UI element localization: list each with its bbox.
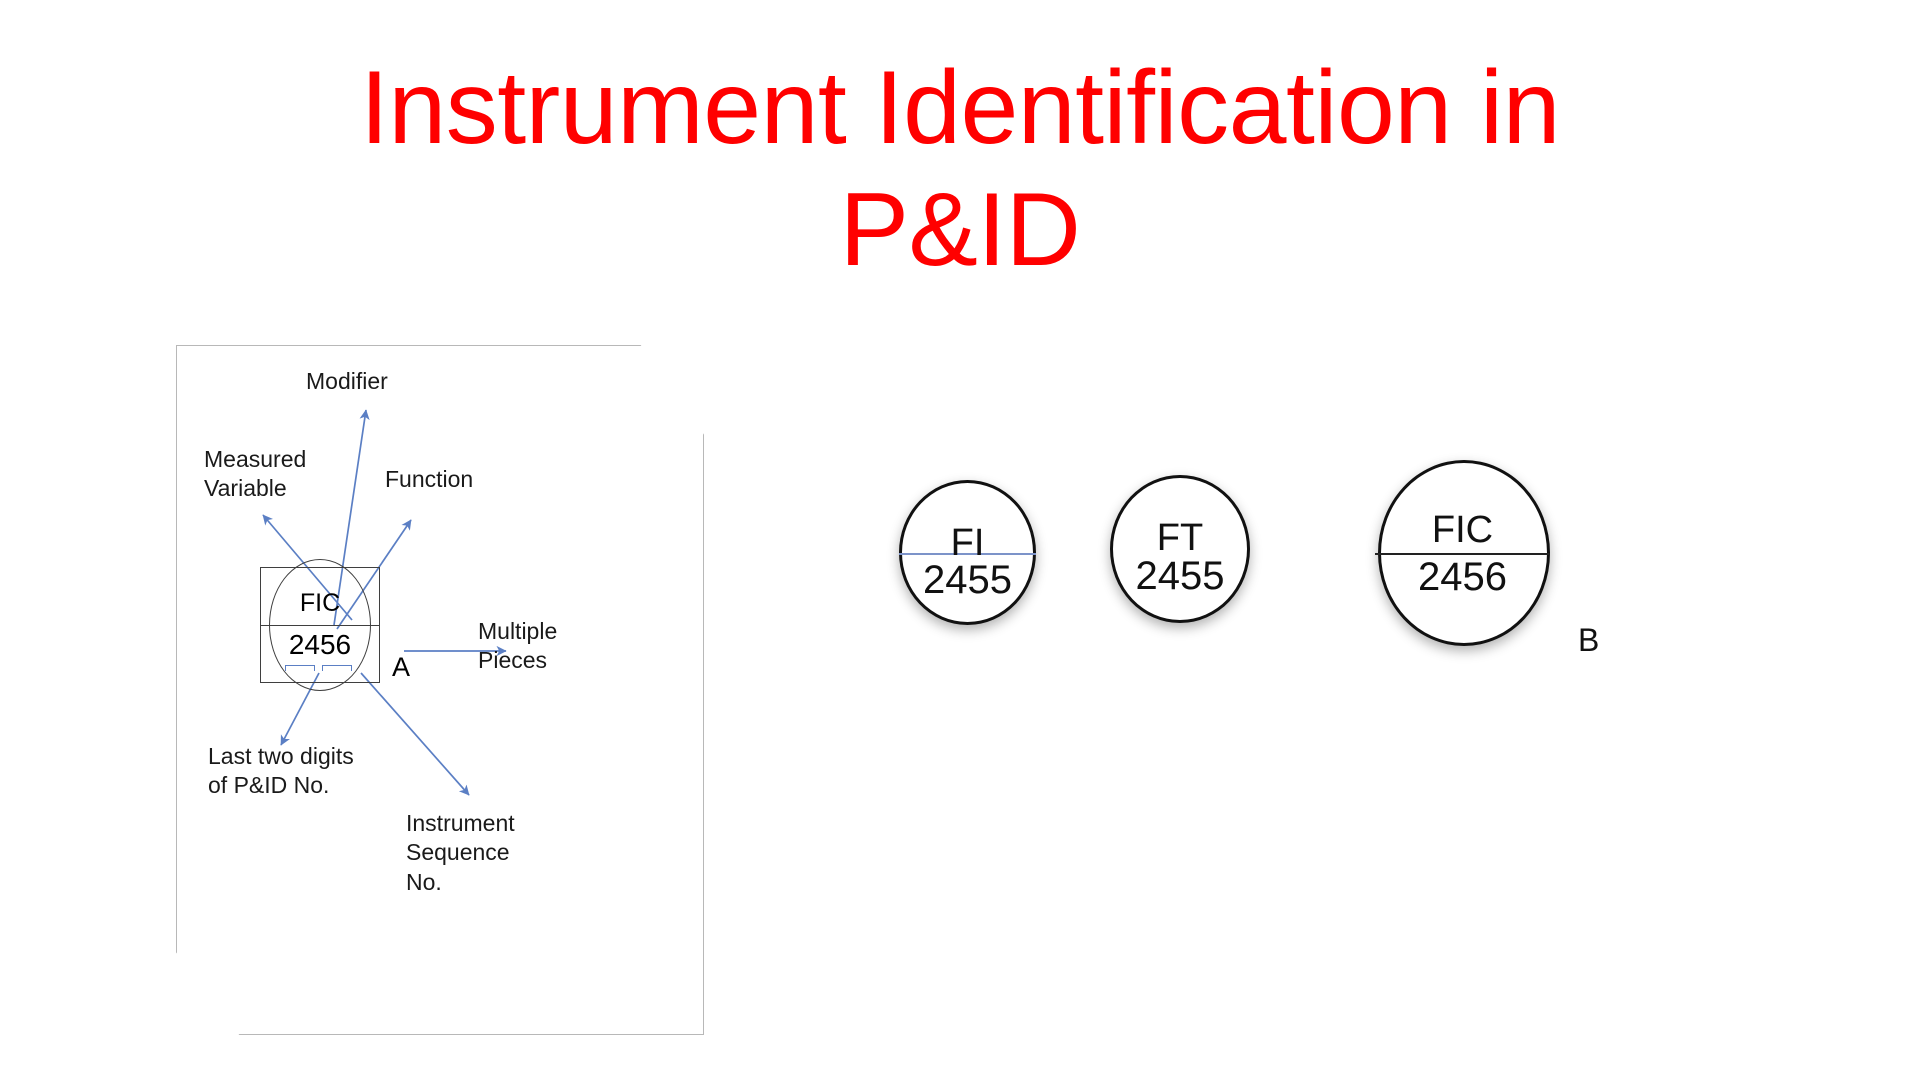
instrument-symbol-fi-2455: FI 2455	[899, 480, 1036, 625]
callout-label-measured-variable: Measured Variable	[204, 446, 307, 502]
marker-label-a: A	[392, 652, 411, 682]
legend-symbol-tag: FIC	[299, 589, 341, 617]
callout-label-instrument-sequence: Instrument Sequence No.	[406, 810, 515, 895]
instrument-symbol-fic-2456: FIC 2456	[1375, 458, 1550, 648]
legend-instrument-symbol: FIC 2456	[260, 559, 380, 691]
page-title: Instrument Identification in P&ID	[360, 50, 1560, 288]
digit-bracket-left	[285, 665, 315, 671]
arrow-to-instrument-sequence	[360, 672, 470, 796]
symbol-divider	[1375, 553, 1550, 555]
symbol-number: 2456	[1418, 554, 1507, 599]
symbol-tag: FIC	[1431, 509, 1494, 552]
symbol-number: 2455	[923, 557, 1012, 602]
callout-label-function: Function	[385, 466, 474, 492]
legend-panel: Modifier Measured Variable Function Mult…	[176, 345, 704, 1035]
marker-label-b: B	[1578, 622, 1600, 658]
digit-bracket-right	[322, 665, 352, 671]
symbol-tag: FI	[950, 521, 985, 564]
instrument-symbol-ft-2455: FT 2455	[1110, 475, 1250, 623]
callout-label-modifier: Modifier	[306, 368, 388, 394]
callout-label-multiple-pieces: Multiple Pieces	[478, 618, 558, 674]
symbol-number: 2455	[1135, 554, 1225, 599]
legend-panel-background	[176, 345, 704, 1035]
legend-symbol-divider	[260, 625, 380, 626]
symbol-circle	[1110, 475, 1250, 623]
callout-label-last-two-digits: Last two digits of P&ID No.	[208, 743, 354, 799]
symbol-tag: FT	[1156, 517, 1204, 560]
symbol-divider	[899, 552, 1036, 555]
legend-symbol-number: 2456	[288, 629, 352, 660]
